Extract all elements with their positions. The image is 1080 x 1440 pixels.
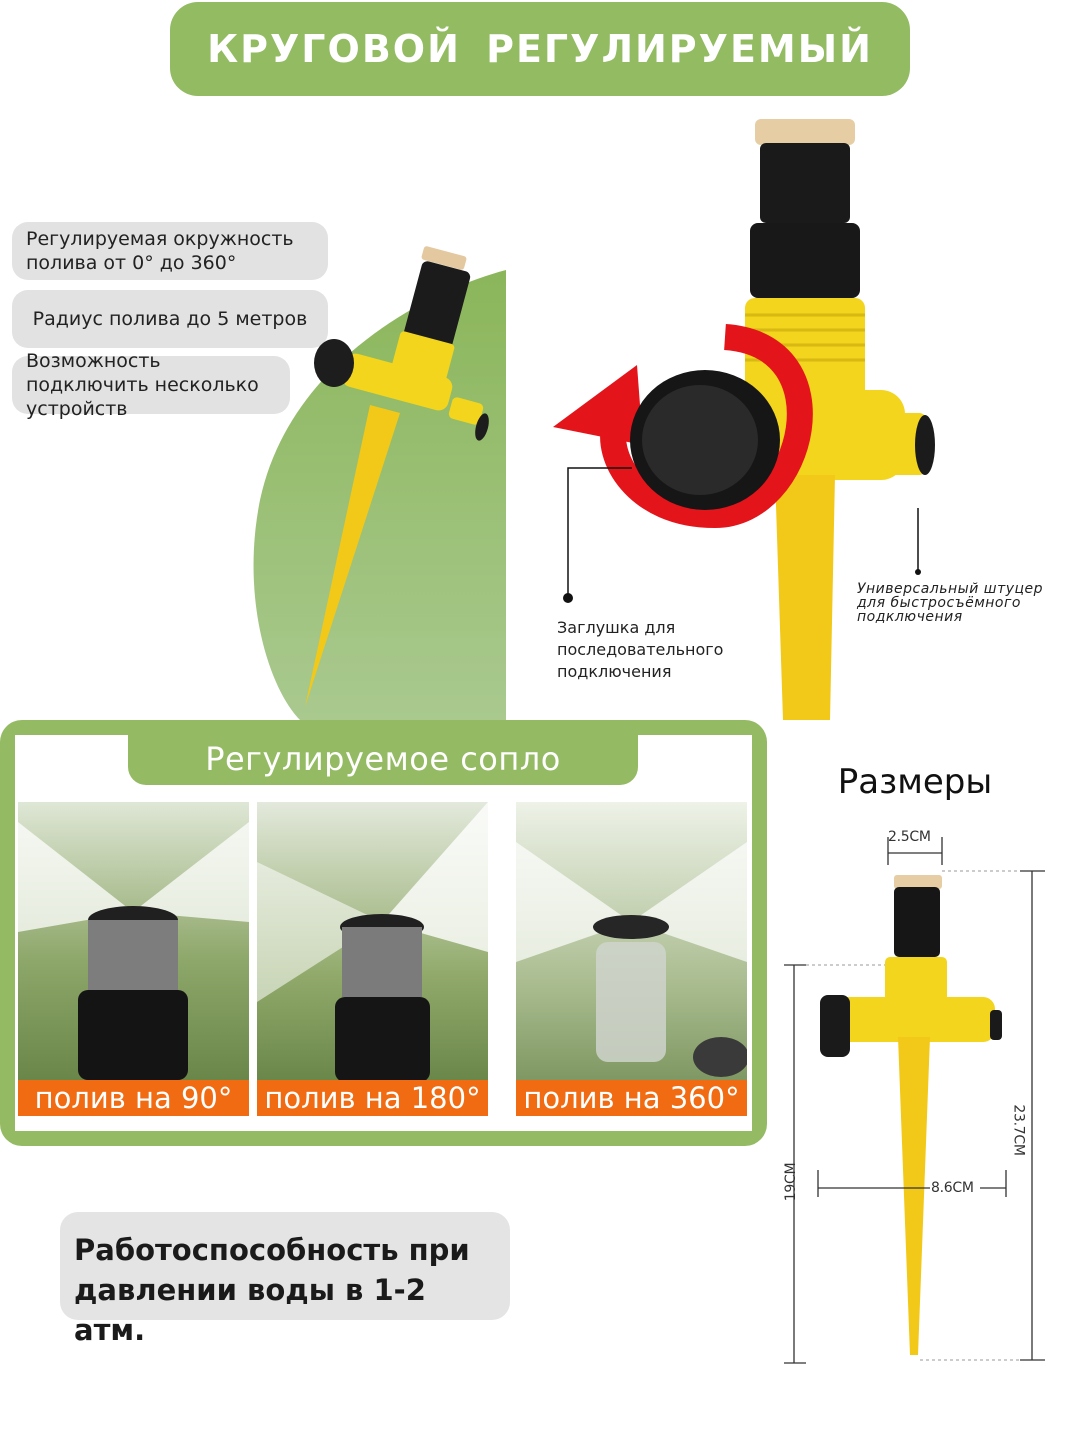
spray-360-illustration — [516, 802, 747, 1116]
nozzle-photo-360: полив на 360° — [516, 802, 747, 1116]
nozzle-section-title: Регулируемое сопло — [128, 733, 638, 785]
dim-top-width: 2.5CM — [888, 829, 931, 845]
nozzle-photo-180: полив на 180° — [257, 802, 488, 1116]
feature-radius: Радиус полива до 5 метров — [12, 290, 328, 348]
callout-plug: Заглушка для последовательного подключен… — [557, 618, 724, 681]
feature-circle-adjust: Регулируемая окружность полива от 0° до … — [12, 222, 328, 280]
title-banner: КРУГОВОЙ РЕГУЛИРУЕМЫЙ — [170, 2, 910, 96]
pressure-info: Работоспособность при давлении воды в 1-… — [60, 1212, 510, 1347]
page-title: КРУГОВОЙ РЕГУЛИРУЕМЫЙ — [207, 27, 873, 71]
spray-90-illustration — [18, 802, 249, 1116]
callout-lines — [563, 467, 921, 603]
dim-total-height: 23.7CM — [1010, 1104, 1027, 1156]
spray-180-illustration — [257, 802, 488, 1116]
dim-spike-height: 19CM — [783, 1162, 800, 1202]
sprinkler-closeup-image — [553, 119, 935, 720]
dim-body-width: 8.6CM — [931, 1180, 974, 1196]
nozzle-photo-90: полив на 90° — [18, 802, 249, 1116]
mode-label-360: полив на 360° — [516, 1080, 747, 1116]
callout-fitting: Универсальный штуцер для быстросъёмного … — [857, 581, 1044, 625]
sprinkler-product-image — [305, 246, 489, 707]
feature-multiple-devices: Возможность подключить несколько устройс… — [12, 350, 290, 420]
mode-label-180: полив на 180° — [257, 1080, 488, 1116]
dimension-drawing — [784, 837, 1045, 1364]
mode-label-90: полив на 90° — [18, 1080, 249, 1116]
sizes-title: Размеры — [837, 762, 993, 802]
